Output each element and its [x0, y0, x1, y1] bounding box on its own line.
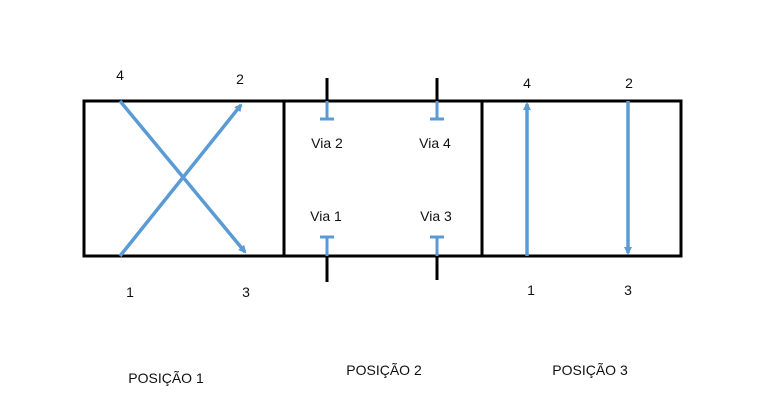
valve-frame — [82, 99, 683, 258]
arrow-1-to-2 — [118, 103, 243, 258]
port-label: 3 — [242, 284, 250, 300]
via-label: Via 3 — [420, 208, 452, 224]
port-label: 1 — [527, 282, 535, 298]
position-1-caption: POSIÇÃO 1 — [128, 370, 204, 386]
port-label: 2 — [625, 75, 633, 91]
via-label: Via 4 — [419, 135, 451, 151]
port-label: 1 — [126, 284, 134, 300]
via-label: Via 2 — [311, 135, 343, 151]
blocked-ports — [320, 78, 444, 282]
port-label: 4 — [116, 67, 124, 83]
port-label: 3 — [624, 282, 632, 298]
port-label: 4 — [523, 75, 531, 91]
via-label: Via 1 — [310, 208, 342, 224]
port-label: 2 — [236, 71, 244, 87]
position-3-caption: POSIÇÃO 3 — [552, 362, 628, 378]
position-2-caption: POSIÇÃO 2 — [346, 362, 422, 378]
